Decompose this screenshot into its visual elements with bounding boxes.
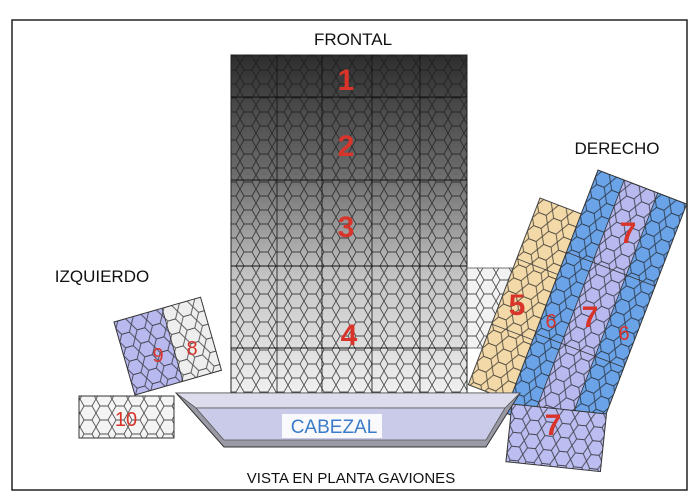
gabion-number-6-right: 6	[618, 323, 629, 345]
gabion-number-4: 4	[341, 319, 358, 352]
gabion-number-3: 3	[338, 211, 355, 244]
cabezal-headwall	[174, 392, 521, 448]
izquierdo-gabion-10	[78, 395, 175, 439]
gabion-number-7-bottom: 7	[545, 409, 562, 442]
gabion-number-6-left: 6	[545, 311, 556, 333]
gabion-number-7-top: 7	[620, 217, 637, 250]
diagram-frame	[11, 19, 688, 491]
derecho-label: DERECHO	[574, 139, 659, 158]
cabezal-label: CABEZAL	[291, 417, 378, 438]
gabion-number-8: 8	[186, 338, 197, 360]
gabion-number-5: 5	[509, 289, 526, 322]
gabion-number-10: 10	[115, 409, 137, 431]
gabion-number-9: 9	[152, 345, 163, 367]
gabion-number-2: 2	[338, 130, 355, 163]
derecho-gabion-7-bottom	[505, 403, 608, 473]
gabion-number-1: 1	[338, 64, 355, 97]
izquierdo-gabion-8-9	[113, 296, 223, 396]
frontal-block	[230, 54, 468, 396]
derecho-gabion-6-7	[504, 169, 688, 448]
gabion-number-7-middle: 7	[582, 301, 599, 334]
frontal-label: FRONTAL	[314, 30, 392, 49]
izquierdo-label: IZQUIERDO	[55, 267, 149, 286]
caption-label: VISTA EN PLANTA GAVIONES	[247, 470, 455, 487]
